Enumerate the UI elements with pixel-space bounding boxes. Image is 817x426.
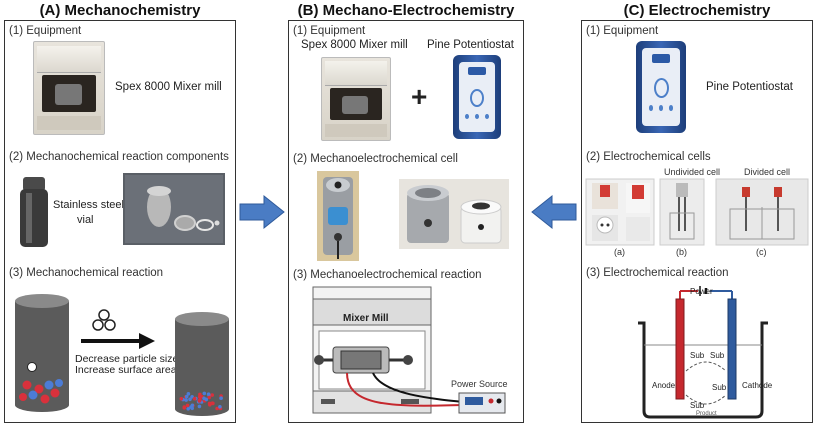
electrochemical-cell-diagram [638,286,768,419]
cell-c-label: (c) [756,247,767,257]
particle [208,403,212,407]
section-equipment: (1) Equipment [9,25,82,37]
particle [219,396,223,400]
particle [182,406,187,410]
arrow-left-icon [531,194,577,230]
mixer-mill-label: Spex 8000 Mixer mill [115,81,222,93]
particle [186,392,191,396]
particle [202,391,207,396]
particle [190,403,195,408]
sub-label: Sub [712,383,727,392]
plus-sign: + [411,81,428,112]
power-source-label: Power Source [451,379,508,389]
product-label: Product [696,411,717,417]
section-components: (2) Mechanochemical reaction components [9,151,229,163]
potentiostat-label: Pine Potentiostat [427,39,514,51]
particle [207,395,211,400]
sub-label: Sub [690,351,705,360]
section-equipment: (1) Equipment [293,25,366,37]
mixer-mill-photo [33,41,105,135]
particle [186,407,190,411]
potentiostat-photo [453,55,501,139]
particle [185,403,190,408]
panel-electrochemistry: (1) Equipment Pine Potentiostat (2) Elec… [581,20,813,423]
mechanoelectrochemical-setup-diagram [312,286,506,414]
cell-photo-components [399,179,509,249]
particle [198,398,202,402]
section-reaction: (3) Electrochemical reaction [586,267,729,279]
section-cell: (2) Mechanoelectrochemical cell [293,153,458,165]
panel-a-title: (A) Mechanochemistry [39,2,201,19]
vial-label-line2: vial [77,214,94,226]
particle [184,398,188,402]
particle [198,392,202,397]
particle [215,406,219,411]
section-cells: (2) Electrochemical cells [586,151,711,163]
particle [197,404,202,409]
mixer-mill-photo [321,57,391,141]
cell-b-label: (b) [676,247,687,257]
sub-label: Sub [690,401,705,410]
section-equipment: (1) Equipment [586,25,659,37]
potentiostat-label: Pine Potentiostat [706,81,793,93]
particle [179,397,184,401]
particle [190,395,194,399]
anode-label: Anode [652,381,676,390]
particle [188,397,192,402]
divided-cell-photo-c [715,178,809,246]
cell-photo-assembled [317,171,359,261]
sub-label: Sub [710,351,725,360]
section-reaction: (3) Mechanoelectrochemical reaction [293,269,482,281]
cylinder-before [15,294,69,412]
panel-c-title: (C) Electrochemistry [623,2,771,19]
cell-a-label: (a) [614,247,625,257]
particle [218,405,222,409]
panel-b-title: (B) Mechano-Electrochemistry [297,2,515,19]
arrow-right-icon [239,194,285,230]
divided-cell-label: Divided cell [744,167,791,177]
undivided-cell-label: Undivided cell [664,167,721,177]
milling-balls-icon [92,309,116,331]
undivided-cell-photo-a [585,178,655,246]
potentiostat-photo [636,41,686,133]
particle [210,401,215,405]
panel-mechanochemistry: (1) Equipment Spex 8000 Mixer mill (2) M… [4,20,236,423]
reaction-arrow [81,333,155,349]
particle [210,393,214,397]
cathode-label: Cathode [742,381,773,390]
particle [190,406,194,411]
arrow-text-line1: Decrease particle size [75,353,179,365]
section-reaction: (3) Mechanochemical reaction [9,267,164,279]
mixer-mill-diagram-label: Mixer Mill [343,313,389,324]
particle [192,396,197,401]
power-label: Power [690,287,713,296]
cylinder-after [175,312,229,416]
vial-components-photo [123,173,225,245]
vial-label-line1: Stainless steel [53,199,124,211]
mixer-mill-label: Spex 8000 Mixer mill [301,39,408,51]
arrow-text-line2: Increase surface area [75,364,177,376]
particle [184,394,189,399]
particle [204,397,209,402]
panel-mechano-electrochemistry: (1) Equipment Spex 8000 Mixer mill Pine … [288,20,524,423]
steel-vial-image [20,177,48,247]
undivided-cell-photo-b [659,178,705,246]
